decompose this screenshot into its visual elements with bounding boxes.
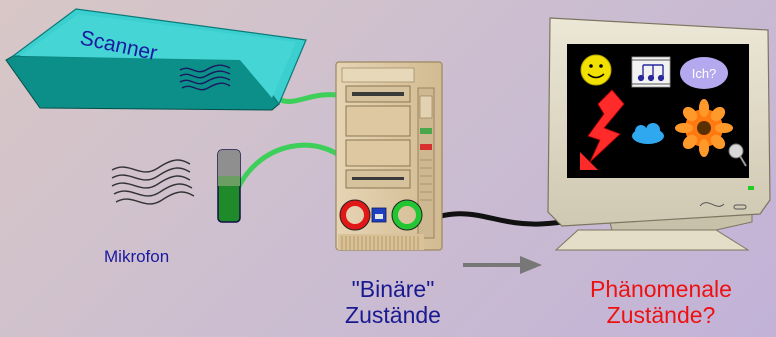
binary-states-label-line2: Zustände: [345, 301, 441, 328]
monitor: Ich?: [547, 17, 771, 251]
scanner: Scanner: [5, 8, 307, 111]
binary-states-label-line1: "Binäre": [351, 276, 435, 302]
lightning-arrowhead: [580, 152, 598, 170]
scanner-wave-icon: [179, 64, 231, 91]
speech-bubble: Ich?: [680, 57, 728, 89]
sound-wave-icon: [111, 159, 195, 205]
phenomenal-states-label: Phänomenale Zustände?: [546, 276, 776, 329]
microphone-icon: [217, 149, 241, 223]
music-notes-icon: [631, 56, 671, 88]
computer-tower: [335, 61, 443, 251]
scanner-glass: [20, 14, 296, 98]
red-ring-icon: [340, 200, 370, 230]
push-pin-icon: [728, 143, 747, 167]
flower-icon: [675, 99, 733, 157]
smiley-icon: [580, 54, 612, 86]
microphone-cable: [235, 142, 348, 191]
speech-bubble-text: Ich?: [692, 66, 717, 81]
binary-states-label: "Binäre" Zustände: [308, 276, 478, 329]
phenomenal-states-label-line2: Zustände?: [606, 301, 716, 328]
lightning-icon: [587, 89, 625, 163]
transition-arrow: [463, 256, 542, 274]
green-ring-icon: [392, 200, 422, 230]
phenomenal-states-label-line1: Phänomenale: [590, 276, 732, 302]
microphone-label: Mikrofon: [104, 247, 170, 266]
scanner-side: [5, 55, 280, 111]
